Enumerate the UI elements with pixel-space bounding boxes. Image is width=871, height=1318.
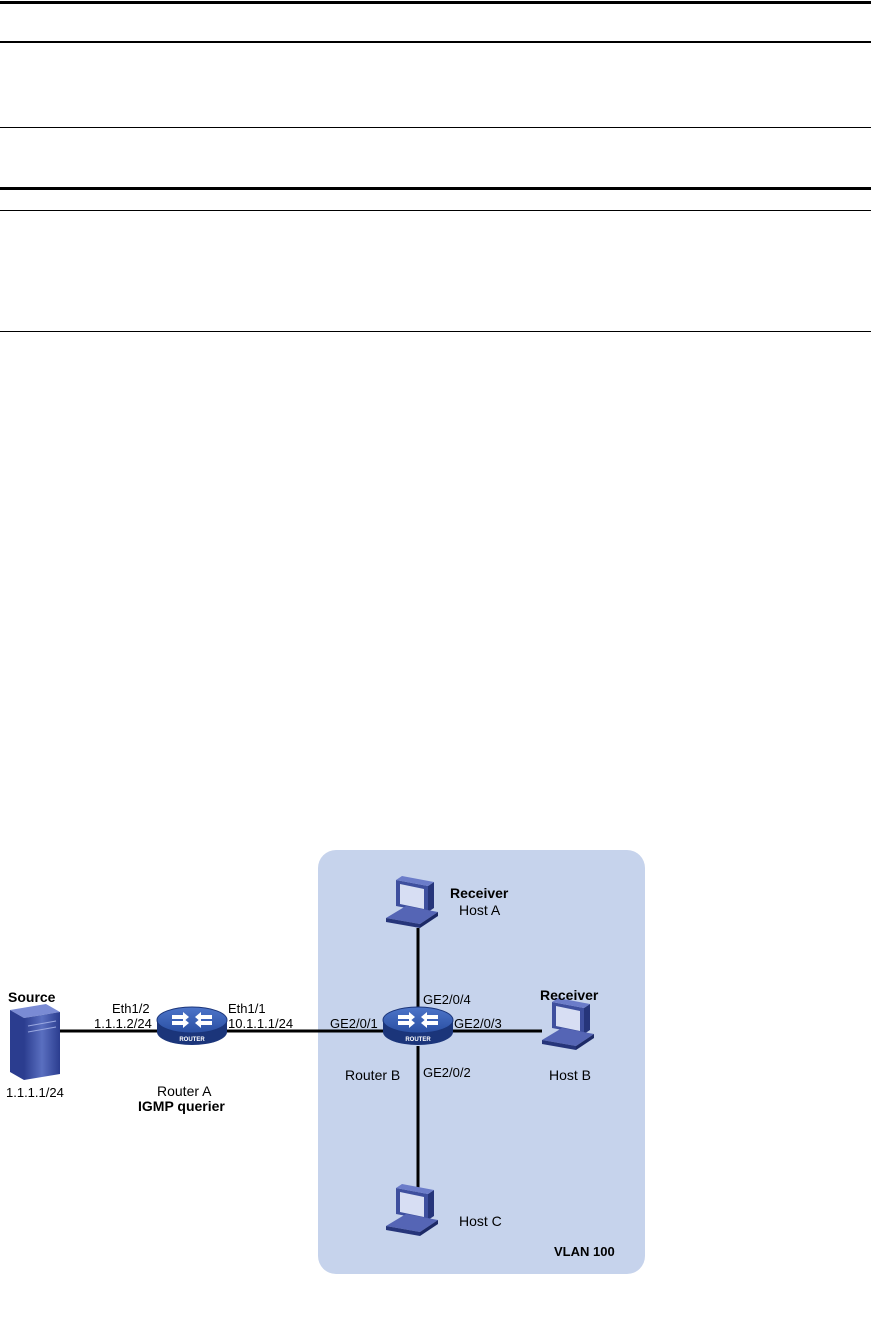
host-b-name: Host B <box>549 1067 591 1083</box>
router-b-name: Router B <box>345 1067 400 1083</box>
router-b-port-ge3: GE2/0/3 <box>454 1016 502 1031</box>
host-a-role: Receiver <box>450 885 509 901</box>
router-b-port-ge4: GE2/0/4 <box>423 992 471 1007</box>
svg-text:ROUTER: ROUTER <box>179 1037 205 1043</box>
source-role: Source <box>8 989 56 1005</box>
svg-text:ROUTER: ROUTER <box>405 1037 431 1043</box>
router-b-icon: ROUTER <box>382 1006 454 1046</box>
router-b-port-ge1: GE2/0/1 <box>330 1016 378 1031</box>
vlan-label: VLAN 100 <box>554 1244 615 1259</box>
router-a-icon: ROUTER <box>156 1006 228 1046</box>
router-a-eth11-port: Eth1/1 <box>228 1001 266 1016</box>
top-rule-thick <box>0 1 871 4</box>
rule-4-thick <box>0 187 871 190</box>
rule-2 <box>0 41 871 43</box>
server-icon <box>10 1004 60 1080</box>
rule-3 <box>0 127 871 128</box>
router-a-eth11-ip: 10.1.1.1/24 <box>228 1016 293 1031</box>
rule-5 <box>0 210 871 211</box>
source-ip: 1.1.1.1/24 <box>6 1085 64 1100</box>
router-a-eth12-ip: 1.1.1.2/24 <box>94 1016 152 1031</box>
host-b-role: Receiver <box>540 987 599 1003</box>
router-a-name: Router A <box>157 1083 212 1099</box>
router-a-role: IGMP querier <box>138 1098 225 1114</box>
rule-6 <box>0 331 871 332</box>
host-a-name: Host A <box>459 902 501 918</box>
vlan-area <box>318 850 645 1274</box>
network-topology-diagram: VLAN 100 Source 1.1.1.1/24 ROUTER Eth1/2… <box>6 850 645 1274</box>
host-c-name: Host C <box>459 1213 502 1229</box>
router-a-eth12-port: Eth1/2 <box>112 1001 150 1016</box>
router-b-port-ge2: GE2/0/2 <box>423 1065 471 1080</box>
